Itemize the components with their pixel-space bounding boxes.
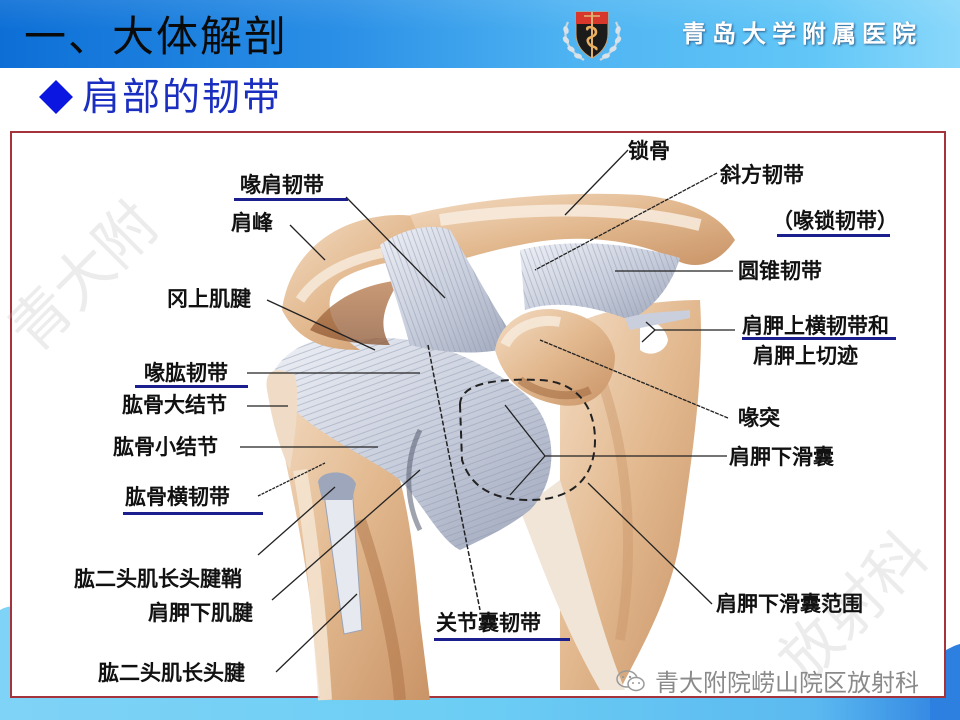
header-shine	[0, 0, 960, 30]
hospital-name: 青岛大学附属医院	[682, 19, 922, 48]
label-underline	[777, 234, 890, 237]
label-capsular-ligament: 关节囊韧带	[436, 611, 541, 635]
label-superior-transverse-scapular-ligament: 肩胛上横韧带和	[742, 314, 889, 338]
label-trapezoid-ligament: 斜方韧带	[720, 163, 804, 187]
label-subscapularis-tendon: 肩胛下肌腱	[148, 601, 253, 625]
section-heading: 肩部的韧带	[36, 72, 282, 122]
label-suprascapular-notch: 肩胛上切迹	[753, 344, 858, 368]
label-coracohumeral-ligament: 喙肱韧带	[144, 361, 228, 385]
label-underline	[742, 337, 896, 340]
page-title: 一、大体解剖	[24, 12, 289, 61]
label-subscapular-bursa-extent: 肩胛下滑囊范围	[716, 592, 863, 616]
label-coracoclavicular-ligament: （喙锁韧带）	[772, 209, 898, 233]
label-biceps-long-head-tendon: 肱二头肌长头腱	[98, 661, 245, 685]
section-heading-text: 肩部的韧带	[82, 75, 283, 119]
account-watermark: 青大附院崂山院区放射科	[615, 663, 919, 698]
label-underline	[123, 512, 263, 515]
label-conoid-ligament: 圆锥韧带	[738, 259, 822, 283]
label-acromion: 肩峰	[231, 211, 273, 235]
label-coracoid-process: 喙突	[738, 406, 780, 430]
label-biceps-long-head-sheath: 肱二头肌长头腱鞘	[74, 567, 242, 591]
label-clavicle: 锁骨	[628, 139, 670, 163]
label-greater-tubercle: 肱骨大结节	[122, 393, 227, 417]
label-underline	[234, 198, 348, 201]
header-band	[0, 0, 960, 68]
label-subscapular-bursa: 肩胛下滑囊	[729, 445, 834, 469]
watermark-text: 青大附院崂山院区放射科	[655, 669, 919, 697]
label-lesser-tubercle: 肱骨小结节	[113, 435, 218, 459]
hospital-emblem-icon	[562, 11, 622, 61]
wechat-icon	[616, 669, 645, 691]
label-transverse-humeral-ligament: 肱骨横韧带	[125, 485, 230, 509]
label-underline	[434, 638, 570, 641]
label-supraspinatus-tendon: 冈上肌腱	[167, 287, 251, 311]
label-underline	[135, 385, 248, 388]
label-coracoacromial-ligament: 喙肩韧带	[240, 173, 324, 197]
